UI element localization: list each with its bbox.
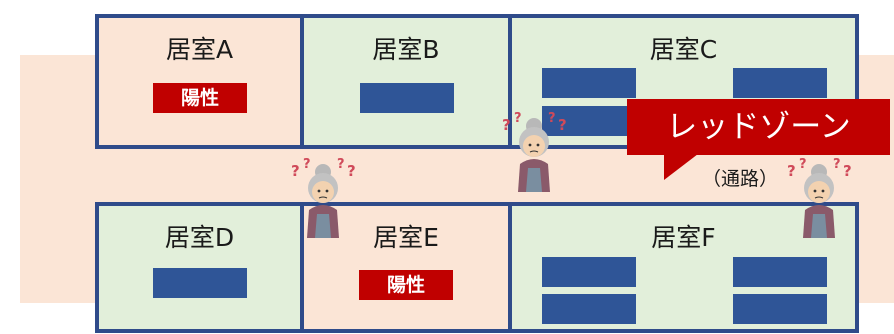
room-b: 居室B (300, 14, 512, 149)
confused-elderly-woman-icon: ? ? ? ? (291, 157, 356, 238)
room-d: 居室D (95, 202, 304, 333)
svg-text:?: ? (787, 162, 796, 180)
red-zone-callout: レッドゾーン (627, 99, 890, 155)
confused-elderly-woman-icon: ? ? ? ? (502, 111, 567, 192)
corridor-label: （通路） (702, 168, 779, 190)
room-f-bed-4 (733, 294, 827, 324)
confused-elderly-woman-icon: ? ? ? ? (787, 157, 852, 238)
svg-text:?: ? (337, 157, 345, 172)
red-zone-callout-tail (664, 154, 698, 180)
room-e-label: 居室E (373, 223, 439, 252)
room-c-label: 居室C (649, 35, 718, 64)
room-e-positive-badge: 陽性 (359, 270, 453, 300)
room-d-label: 居室D (164, 223, 235, 252)
svg-text:?: ? (548, 111, 556, 126)
svg-text:?: ? (799, 157, 807, 172)
svg-text:?: ? (303, 157, 311, 172)
svg-text:?: ? (347, 162, 356, 180)
room-b-bed (360, 83, 454, 113)
room-c-bed-2 (733, 68, 827, 98)
svg-text:?: ? (291, 162, 300, 180)
room-a-label: 居室A (165, 35, 234, 64)
room-c-bed-3 (542, 106, 636, 136)
room-a-positive-badge: 陽性 (153, 83, 247, 113)
svg-text:?: ? (843, 162, 852, 180)
room-f-label: 居室F (651, 223, 716, 252)
room-f-bed-3 (542, 294, 636, 324)
room-f-bed-2 (733, 257, 827, 287)
room-c-bed-1 (542, 68, 636, 98)
room-d-bed (153, 268, 247, 298)
room-f: 居室F (508, 202, 859, 333)
svg-text:?: ? (558, 116, 567, 134)
room-c: 居室C (508, 14, 859, 149)
room-f-bed-1 (542, 257, 636, 287)
room-b-label: 居室B (372, 35, 440, 64)
room-a: 居室A 陽性 (95, 14, 304, 149)
svg-text:?: ? (514, 111, 522, 126)
svg-text:?: ? (502, 116, 511, 134)
svg-text:?: ? (833, 157, 841, 172)
